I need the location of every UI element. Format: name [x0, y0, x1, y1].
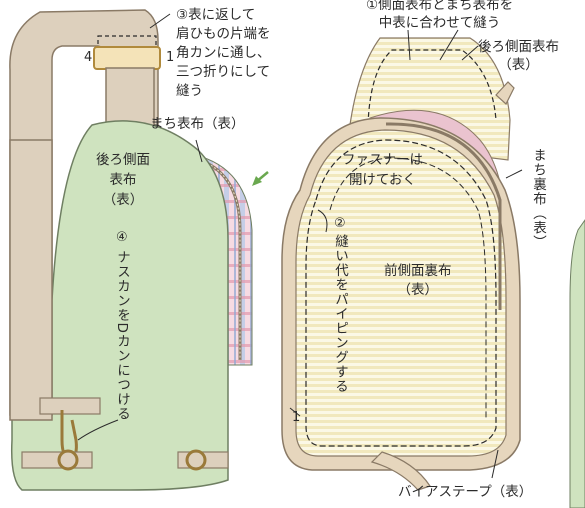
- step3-label: ③表に返して 肩ひもの片端を 角カンに通し、 三つ折りにして 縫う: [176, 7, 271, 99]
- step4-num: ④: [116, 230, 128, 245]
- d-ring-tab-right: [177, 451, 229, 469]
- step1-label: ①側面表布とまち表布を 中表に合わせて縫う: [366, 0, 514, 31]
- num-1-binding-label: 1: [292, 410, 301, 425]
- front-lining: [295, 129, 507, 457]
- strap-on-panel: [9, 139, 53, 421]
- leader-step3: [149, 13, 171, 29]
- num-1-strap-label: 1: [166, 50, 175, 65]
- left-figure: [9, 9, 269, 491]
- bias-tape-label: バイアステープ（表）: [398, 484, 533, 500]
- leader-step4: [77, 419, 119, 441]
- back-side-outer-right-label: 後ろ側面表布 （表）: [478, 39, 559, 73]
- zipper-right: [385, 122, 502, 310]
- square-ring: [93, 46, 161, 70]
- strap-stitch-box: [97, 35, 157, 53]
- gusset-lining-label: まち裏布（表）: [530, 148, 546, 250]
- back-side-outer-left-label: 後ろ側面 表布 （表）: [96, 152, 150, 208]
- zipper-note-label: ファスナーは 開けておく: [342, 152, 423, 188]
- step2-label: 縫い代をパイピングする: [332, 234, 348, 394]
- gusset-outer-label: まち表布（表）: [150, 116, 245, 132]
- binding-top-tab: [495, 81, 515, 105]
- front-lining-label: 前側面裏布 （表）: [384, 263, 452, 298]
- d-ring-right: [185, 449, 207, 471]
- bias-tape-tail: [370, 451, 431, 491]
- d-ring-left: [57, 449, 79, 471]
- leader-gusset-outer: [195, 139, 203, 163]
- step4-label: ナスカンをDカンにつける: [114, 250, 130, 421]
- step2-num: ②: [334, 216, 346, 231]
- num-4-label: 4: [84, 50, 93, 65]
- right-figure: [281, 29, 523, 491]
- strap-tab-left: [39, 397, 101, 415]
- partial-piece-right: [569, 219, 585, 508]
- piping-stitch: [305, 139, 497, 447]
- d-ring-tab-left: [21, 451, 93, 469]
